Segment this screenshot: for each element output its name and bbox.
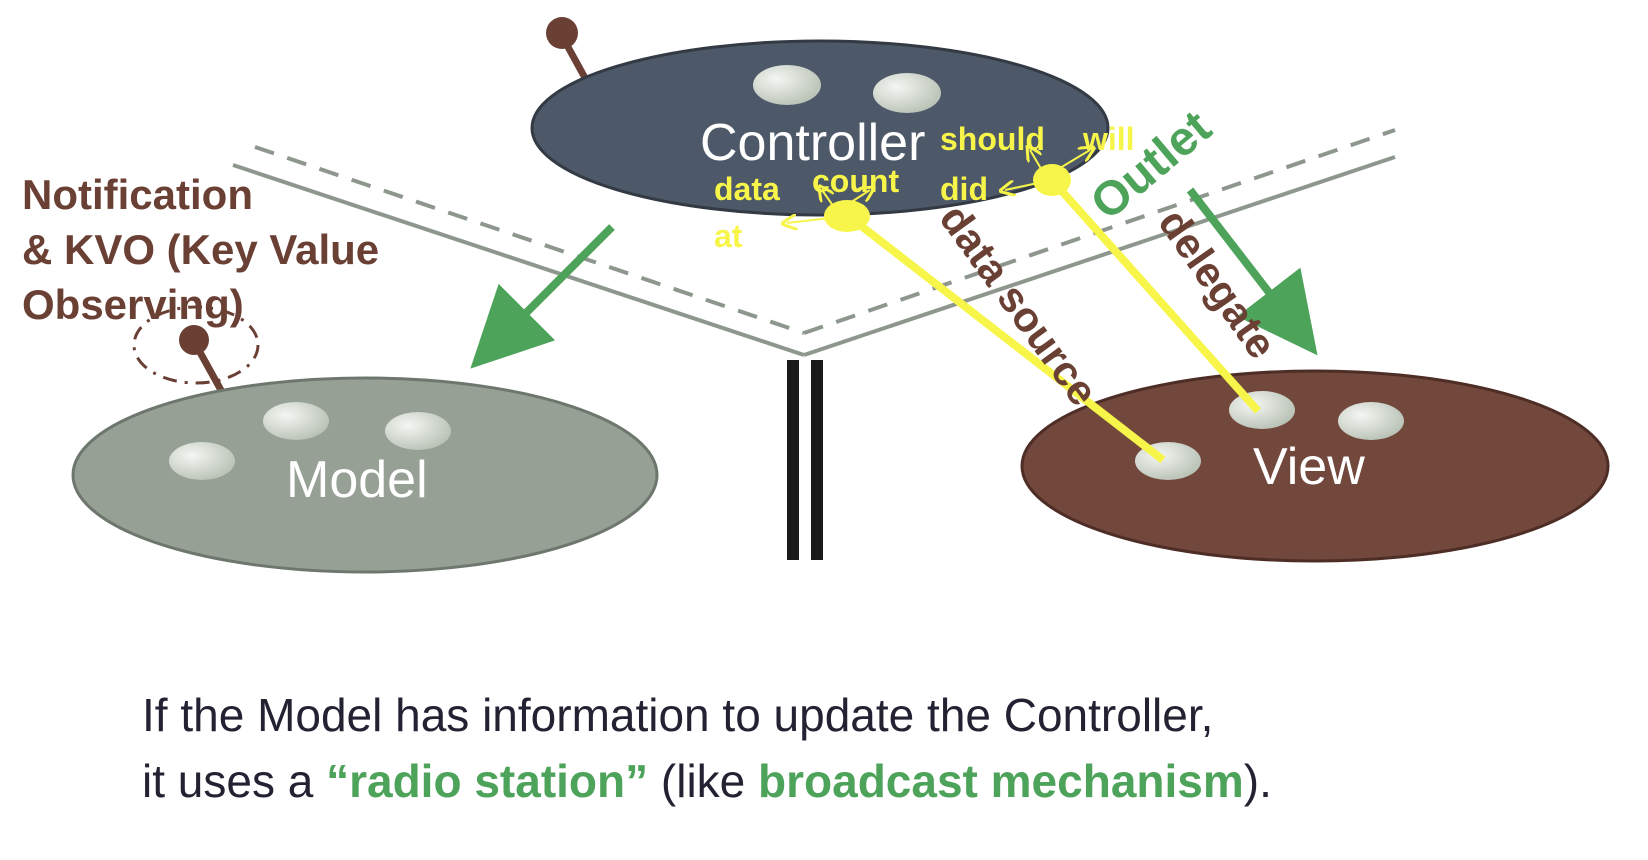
model-node: [71, 376, 659, 574]
caption-line-2-suffix: ).: [1243, 755, 1272, 807]
method-label-count: count: [812, 163, 899, 199]
view-node: [1020, 369, 1610, 563]
controller-to-view-arrow: [1186, 187, 1318, 356]
delegate-connector: [1033, 164, 1071, 196]
caption: If the Model has information to update t…: [142, 682, 1602, 814]
data-source-method-arrows: [787, 190, 870, 223]
controller-dot: [753, 65, 821, 105]
caption-line-2: it uses a “radio station” (like broadcas…: [142, 748, 1602, 814]
delegate-line: [1049, 177, 1261, 414]
model-dot: [169, 442, 235, 480]
controller-node: [530, 39, 1110, 217]
radio-station-highlight: “radio station”: [326, 755, 649, 807]
model-dot: [385, 412, 451, 450]
lane-divider-left: [232, 145, 805, 357]
view-dot: [1229, 391, 1295, 429]
caption-line-2-middle: (like: [648, 755, 759, 807]
caption-line-2-prefix: it uses a: [142, 755, 327, 807]
controller-dot: [873, 73, 941, 113]
model-label: Model: [286, 451, 428, 509]
caption-line-1: If the Model has information to update t…: [142, 689, 1214, 741]
notification-label-line2: & KVO (Key Value: [22, 226, 379, 273]
data-source-line: [844, 211, 1166, 464]
method-label-should: should: [940, 121, 1045, 157]
model-antenna: [132, 305, 260, 394]
delegate-method-arrows: [1005, 150, 1090, 190]
view-label: View: [1253, 438, 1365, 496]
method-label-will: will: [1082, 121, 1135, 157]
view-dot: [1338, 402, 1404, 440]
notification-label-line1: Notification: [22, 171, 253, 218]
model-dot: [263, 402, 329, 440]
controller-antenna: [546, 17, 594, 89]
controller-to-model-arrow: [470, 224, 615, 369]
lane-divider-center: [787, 360, 823, 560]
controller-label: Controller: [700, 114, 925, 172]
notification-label-line3: Observing): [22, 281, 244, 328]
method-label-did: did: [940, 171, 988, 207]
method-label-data: data: [714, 171, 780, 207]
broadcast-mechanism-highlight: broadcast mechanism: [758, 755, 1244, 807]
method-label-at: at: [714, 218, 743, 254]
